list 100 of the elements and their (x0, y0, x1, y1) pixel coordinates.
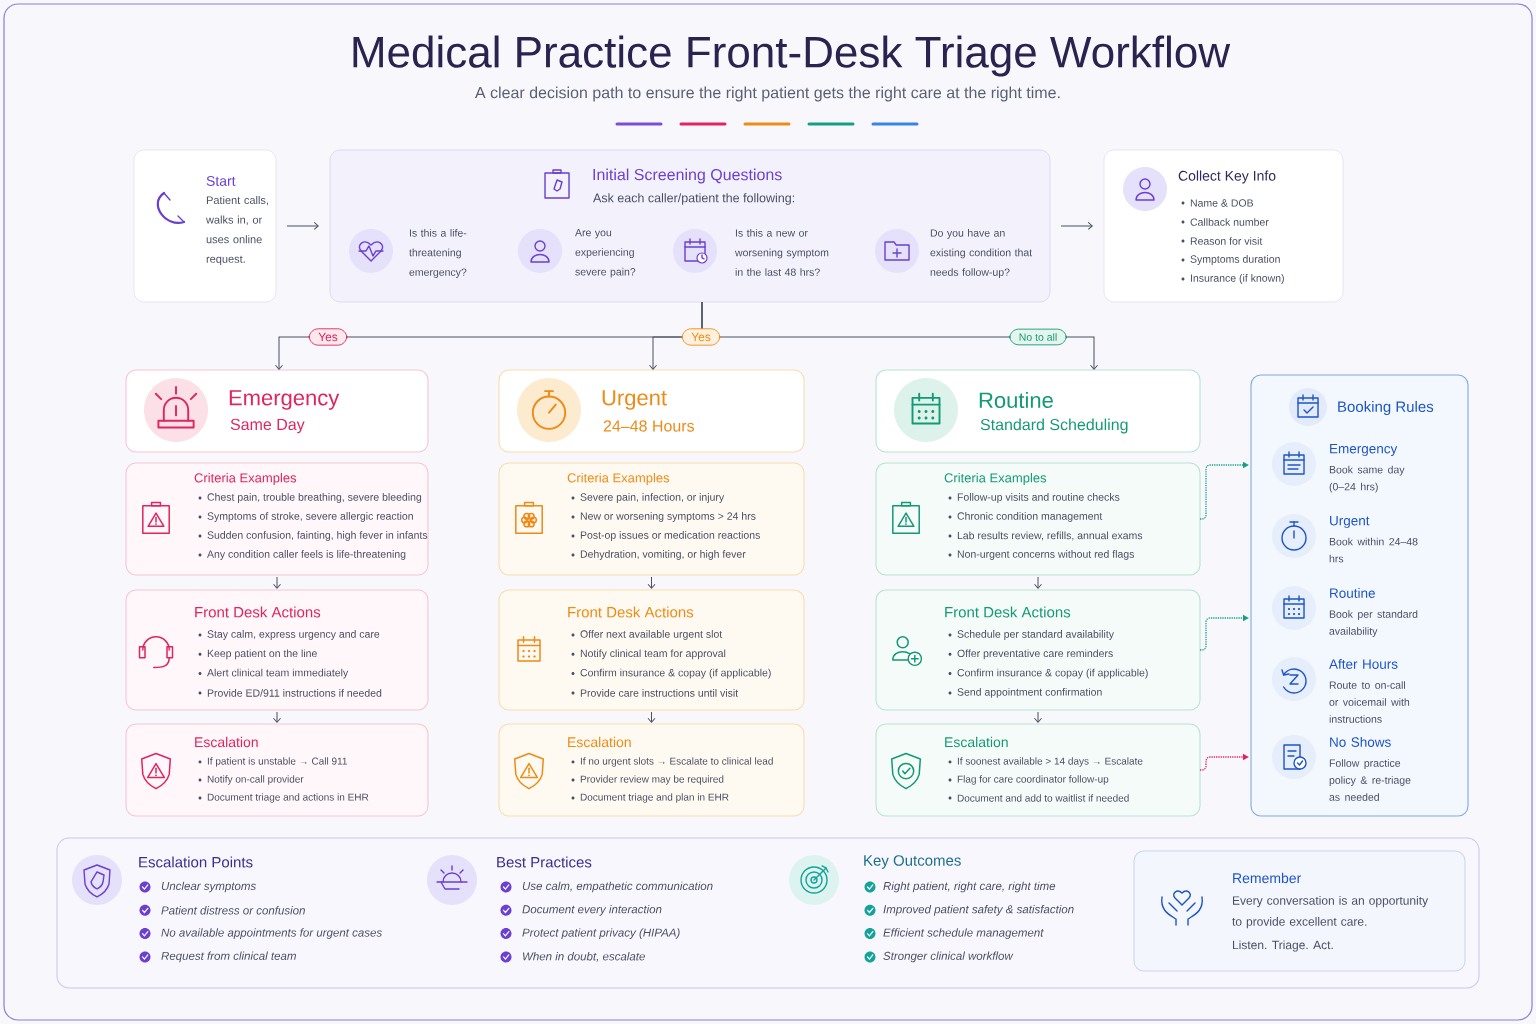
card-heading: Collect Key Info (1178, 170, 1276, 184)
edge-label: No to all (1009, 328, 1067, 346)
bullet-item: Chronic condition management (948, 512, 1103, 522)
panel-heading: Booking Rules (1338, 401, 1434, 415)
card-heading: Criteria Examples (194, 472, 297, 486)
bullet-item: Any condition caller feels is life-threatening (198, 550, 406, 560)
bullet-item: Lab results review, refills, annual exams (948, 531, 1143, 541)
bullet-item: Confirm insurance & copay (if applicable) (948, 668, 1148, 679)
card-subheading: 24–48 Hours (603, 420, 694, 432)
bullet-item: Offer next available urgent slot (571, 630, 723, 640)
bullet-item: If patient is unstable → Call 911 (198, 757, 347, 767)
arrow (1199, 753, 1249, 771)
bullet-item: Document triage and actions in EHR (198, 793, 369, 803)
rule-item: Emergency Book same day (0–24 hrs) (1329, 444, 1405, 493)
rule-item: Routine Book per standard availability (1329, 588, 1418, 637)
question-text: Is this a new or worsening symptom in the last 48 hrs? (735, 229, 829, 276)
bullet-item: Chest pain, trouble breathing, severe bleeding (198, 493, 422, 503)
card-heading: Criteria Examples (567, 472, 670, 486)
list-item: Protect patient privacy (HIPAA) (522, 928, 680, 939)
card-text: Every conversation is an opportunity to provide excellent care. (1232, 896, 1429, 929)
panel-subheading: Ask each caller/patient the following: (593, 193, 795, 205)
bullet-item: Name & DOB (1181, 199, 1254, 207)
arrow (273, 711, 281, 723)
arrow (647, 576, 656, 589)
bullet-item: Callback number (1181, 218, 1269, 226)
bullet-item: Provide care instructions until visit (571, 689, 739, 697)
card-heading: Front Desk Actions (195, 606, 321, 618)
arrow (1199, 614, 1249, 651)
bullet-item: Non-urgent concerns without red flags (948, 550, 1134, 560)
section-heading: Key Outcomes (864, 855, 961, 869)
arrow (1034, 576, 1042, 589)
list-item: Right patient, right care, right time (883, 881, 1056, 893)
title: Medical Practice Front-Desk Triage Workflow (353, 35, 1231, 77)
bullet-item: Symptoms of stroke, severe allergic reaction (198, 512, 413, 522)
card-heading: Front Desk Actions (945, 606, 1071, 618)
card-heading: Front Desk Actions (568, 606, 694, 618)
bullet-item: Provider review may be required (571, 775, 724, 785)
card-heading: Escalation (195, 736, 258, 748)
bullet-item: Follow-up visits and routine checks (948, 493, 1120, 503)
list-item: Document every interaction (522, 904, 662, 916)
arrow (1060, 222, 1093, 230)
bullet-item: Post-op issues or medication reactions (571, 531, 760, 541)
arrow (286, 222, 319, 230)
list-item: Patient distress or confusion (161, 906, 305, 915)
question-text: Is this a life-threatening emergency? (409, 229, 467, 278)
bullet-item: Document and add to waitlist if needed (948, 794, 1129, 802)
bullet-item: Symptoms duration (1181, 255, 1280, 265)
bullet-item: Insurance (if known) (1181, 274, 1284, 284)
bullet-item: Flag for care coordinator follow-up (948, 775, 1109, 785)
list-item: No available appointments for urgent cases (161, 928, 382, 939)
section-heading: Best Practices (497, 856, 592, 868)
bullet-item: Notify clinical team for approval (571, 649, 726, 660)
list-item: When in doubt, escalate (523, 952, 645, 962)
bullet-item: Severe pain, infection, or injury (571, 493, 725, 503)
arrow (1034, 711, 1042, 723)
card-subheading: Same Day (230, 418, 305, 434)
card-text: Patient calls, walks in, or uses online request. (206, 196, 268, 266)
bullet-item: Alert clinical team immediately (198, 668, 349, 679)
card-text: Listen. Triage. Act. (1233, 940, 1333, 952)
rule-item: Urgent Book within 24–48 hrs (1329, 516, 1418, 563)
bullet-item: New or worsening symptoms > 24 hrs (571, 512, 756, 522)
bullet-item: Send appointment confirmation (948, 688, 1102, 698)
bullet-item: If soonest available > 14 days → Escalate (948, 757, 1143, 767)
list-item: Stronger clinical workflow (883, 951, 1014, 963)
question-text: Do you have an existing condition that needs follow-up? (930, 229, 1033, 278)
arrow (647, 711, 656, 723)
list-item: Unclear symptoms (161, 881, 256, 893)
card-heading: Routine (979, 391, 1053, 409)
section-heading: Escalation Points (139, 856, 253, 868)
bullet-item: Confirm insurance & copay (if applicable) (571, 668, 771, 679)
list-item: Improved patient safety & satisfaction (883, 904, 1074, 916)
bullet-item: Sudden confusion, fainting, high fever in infants (198, 531, 428, 541)
bullet-item: Stay calm, express urgency and care (198, 630, 380, 640)
panel-heading: Initial Screening Questions (593, 168, 782, 184)
card-heading: Start (206, 176, 236, 186)
card-subheading: Standard Scheduling (980, 418, 1128, 434)
rule-item: No Shows Follow practice policy & re-triage as needed (1329, 737, 1411, 801)
bullet-item: If no urgent slots → Escalate to clinical lead (571, 757, 773, 767)
card-heading: Criteria Examples (944, 472, 1047, 486)
bullet-item: Schedule per standard availability (948, 630, 1114, 640)
bullet-item: Provide ED/911 instructions if needed (198, 689, 382, 697)
arrow (273, 576, 281, 589)
rule-item: After Hours Route to on-call or voicemail with instructions (1329, 659, 1410, 723)
bullet-item: Keep patient on the line (198, 649, 317, 660)
bullet-item: Reason for visit (1181, 237, 1263, 245)
bullet-item: Dehydration, vomiting, or high fever (571, 550, 746, 560)
bullet-item: Notify on-call provider (198, 775, 304, 785)
card-heading: Remember (1233, 872, 1301, 884)
bullet-item: Document triage and plan in EHR (571, 793, 729, 803)
card-heading: Escalation (568, 736, 631, 748)
card-heading: Urgent (602, 390, 667, 410)
subtitle: A clear decision path to ensure the right patient gets the right care at the right time. (475, 86, 1060, 102)
list-item: Use calm, empathetic communication (522, 881, 713, 893)
card-heading: Emergency (229, 390, 340, 410)
bullet-item: Offer preventative care reminders (948, 649, 1113, 660)
question-text: Are you experiencing severe pain? (575, 229, 636, 278)
list-item: Efficient schedule management (883, 928, 1044, 939)
list-item: Request from clinical team (161, 951, 296, 963)
card-heading: Escalation (945, 736, 1008, 748)
arrow (1199, 461, 1249, 520)
